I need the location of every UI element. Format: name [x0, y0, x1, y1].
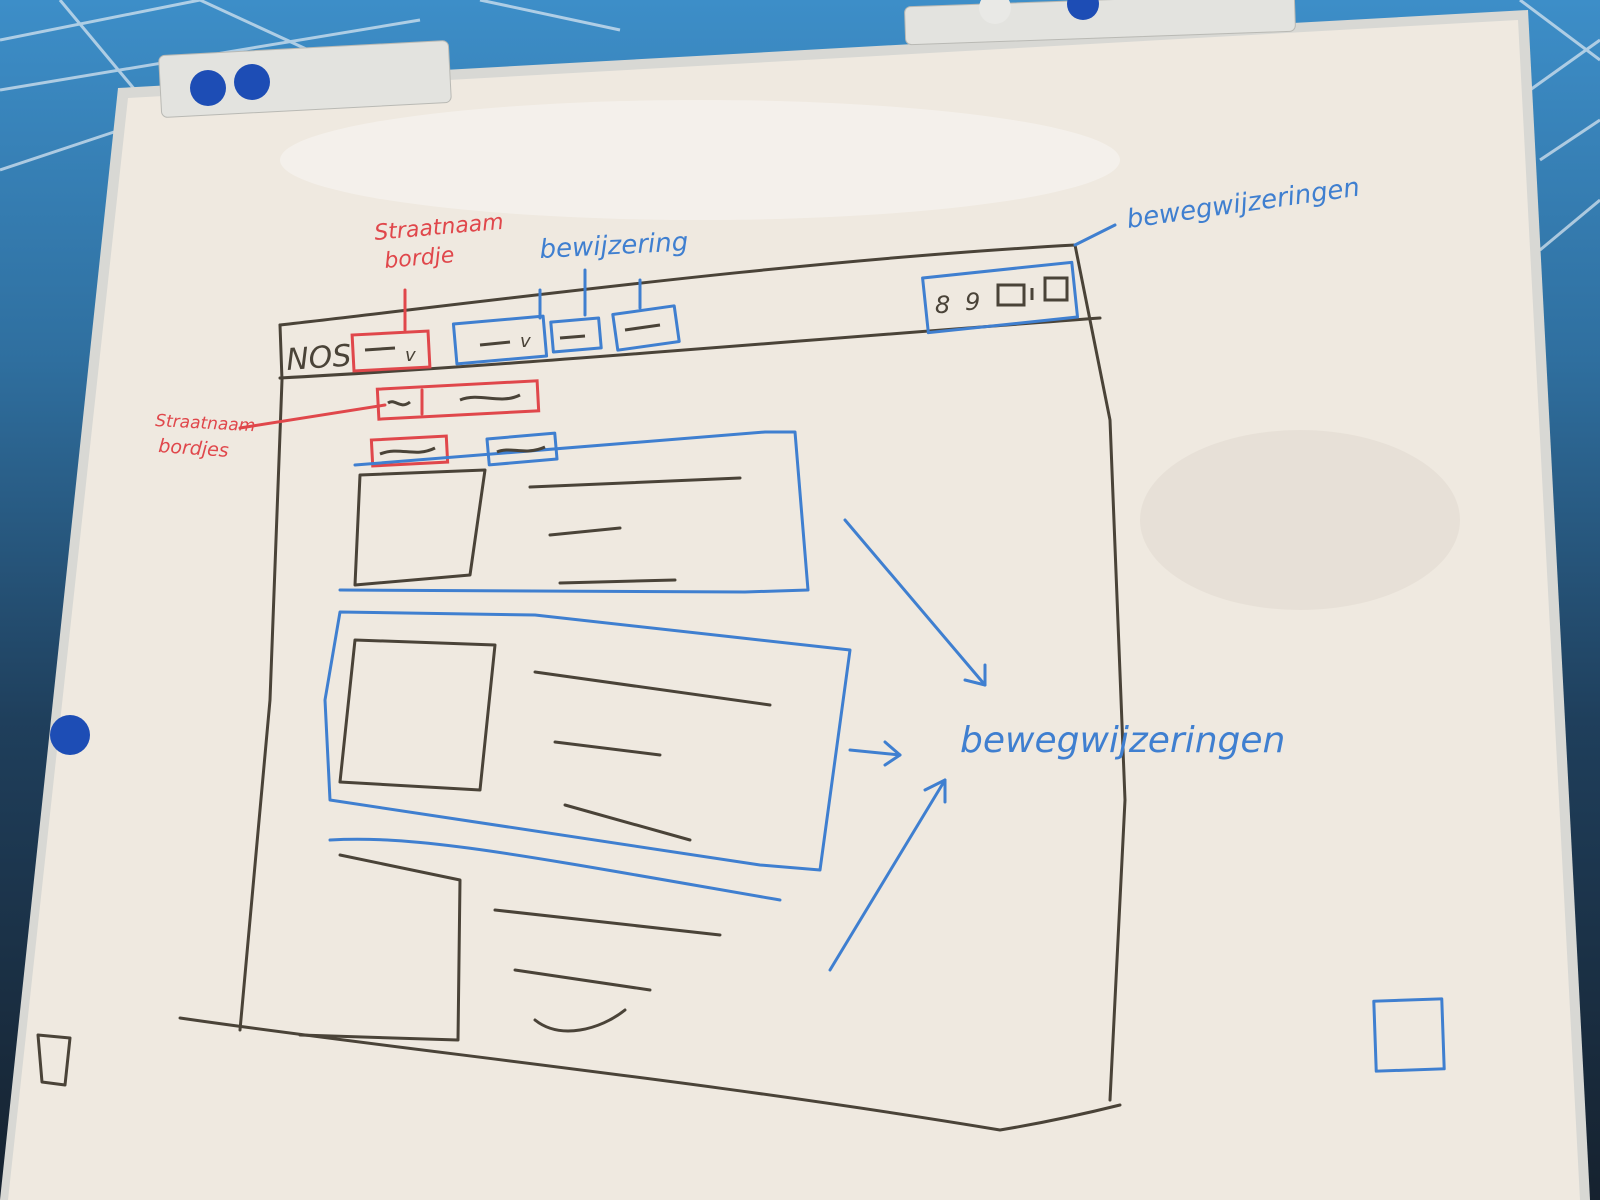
clip-rail-left	[158, 40, 452, 118]
window-icon	[1043, 276, 1069, 302]
magnet	[1067, 0, 1099, 20]
label-bewegwijzeringen-right: bewegwijzeringen	[960, 720, 1285, 761]
wireframe-logo: NOS	[285, 339, 352, 378]
header-bar-top	[278, 243, 1077, 327]
header-icons: 8 9	[935, 288, 980, 319]
magnet	[234, 64, 270, 100]
magnet	[979, 0, 1011, 24]
clip-rail-right	[904, 0, 1296, 46]
page-left-edge	[238, 323, 284, 1032]
blue-square	[1372, 997, 1446, 1073]
blue-annotations	[323, 223, 1446, 1073]
red-scribbles	[364, 346, 521, 456]
label-straatnaam-top-2: bordje	[383, 243, 455, 274]
arrow	[848, 748, 902, 757]
label-straatnaam-side-2: bordjes	[158, 435, 230, 462]
whiteboard	[0, 10, 1590, 1200]
magnet	[190, 70, 226, 106]
ceiling-lattice	[0, 0, 1600, 252]
red-annotations	[238, 288, 541, 468]
search-icon: 8	[935, 291, 950, 319]
dropdown-red	[350, 329, 432, 373]
trash-icon	[36, 1033, 72, 1087]
icon-group	[921, 260, 1080, 335]
window-icon	[996, 283, 1026, 307]
magnet	[50, 715, 90, 755]
dropdown-caret-blue: v	[520, 331, 531, 352]
blue-scribbles	[479, 323, 661, 454]
page-right-edge	[1073, 243, 1127, 1102]
page-bottom	[178, 1016, 1122, 1132]
magnifier-icon: 9	[965, 288, 980, 316]
whiteboard-surface	[8, 20, 1580, 1200]
arrow	[828, 778, 947, 972]
wireframe-sketch	[36, 243, 1127, 1132]
dropdown-caret-red: v	[405, 345, 416, 366]
dropdown-blue	[451, 314, 549, 366]
header-window-icons	[996, 276, 1069, 307]
arrow	[843, 518, 987, 687]
